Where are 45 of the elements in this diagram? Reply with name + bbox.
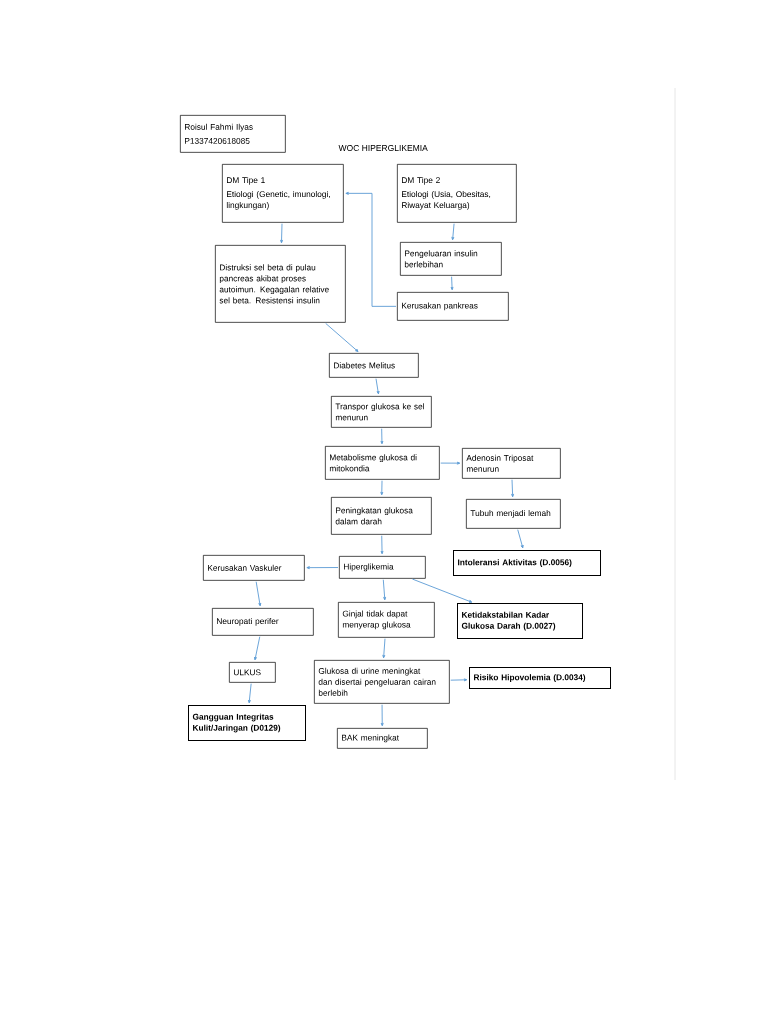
process-box: Hiperglikemia — [339, 556, 426, 579]
arrow — [411, 578, 473, 603]
process-box: Kerusakan Vaskuler — [203, 555, 305, 581]
arrow — [247, 683, 252, 704]
arrow — [382, 579, 387, 601]
process-box: Ginjal tidak dapat menyerap glukosa — [338, 602, 435, 638]
author-box: Roisul Fahmi Ilyas P1337420618085 — [180, 115, 286, 153]
process-box: Glukosa di urine meningkat dan disertai pengeluaran cairan berlebih — [314, 660, 450, 704]
arrow — [450, 678, 468, 682]
arrow — [255, 581, 262, 607]
process-box: Peningkatan glukosa dalam darah — [331, 497, 432, 535]
arrow — [511, 479, 515, 498]
process-box: Metabolisme glukosa di mitokondia — [325, 446, 440, 480]
diagnosis-box: Risiko Hipovolemia (D.0034) — [469, 667, 611, 689]
process-box: Adenosin Triposat menurun — [462, 448, 561, 479]
process-box: BAK meningkat — [337, 728, 428, 749]
arrow — [380, 428, 384, 445]
process-box: Kerusakan pankreas — [397, 292, 509, 321]
arrow — [517, 529, 524, 549]
arrow — [375, 378, 380, 395]
process-box: ULKUS — [229, 662, 276, 683]
process-box: Tubuh menjadi lemah — [466, 499, 561, 529]
process-box: Diabetes Melitus — [329, 353, 419, 378]
process-box: Transpor glukosa ke sel menurun — [331, 396, 432, 428]
process-box: Distruksi sel beta di pulau pancreas akibat proses autoimun. Kegagalan relative sel beta. Resistensi insulin — [215, 245, 346, 323]
arrow — [450, 276, 454, 291]
arrow — [451, 223, 455, 241]
diagnosis-box: Gangguan Integritas Kulit/Jaringan (D0129) — [188, 705, 306, 741]
process-box: Neuropati perifer — [212, 608, 314, 636]
title: WOC HIPERGLIKEMIA — [338, 145, 428, 151]
process-box: DM Tipe 1 Etiologi (Genetic, imunologi, lingkungan) — [222, 164, 344, 223]
arrow — [254, 636, 261, 661]
diagnosis-box: Ketidakstabilan Kadar Glukosa Darah (D.0027) — [457, 603, 583, 639]
arrow — [440, 461, 461, 465]
process-box: DM Tipe 2 Etiologi (Usia, Obesitas, Riwayat Keluarga) — [397, 164, 517, 223]
arrow — [382, 638, 386, 659]
diagnosis-box: Intoleransi Aktivitas (D.0056) — [453, 550, 601, 576]
arrow — [380, 480, 384, 496]
arrow — [380, 535, 384, 555]
arrow — [325, 322, 359, 353]
process-box: Pengeluaran insulin berlebihan — [400, 242, 502, 276]
arrow — [280, 223, 283, 244]
arrow — [380, 704, 384, 727]
arrow — [306, 566, 339, 570]
arrow — [345, 191, 397, 307]
